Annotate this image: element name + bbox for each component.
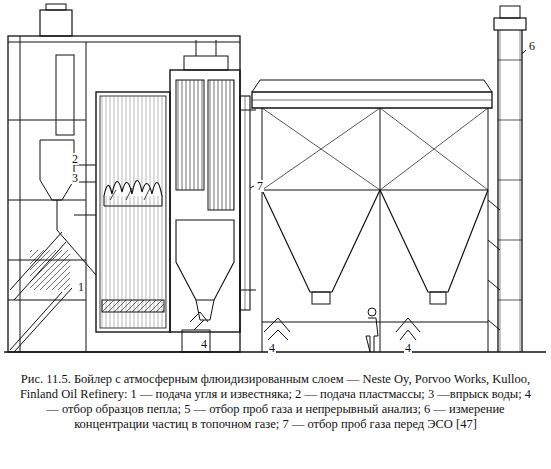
callout-number: 6 bbox=[528, 40, 536, 52]
callout-number: 4 bbox=[200, 338, 208, 350]
callout-number: 4 bbox=[268, 342, 276, 354]
callout-number: 4 bbox=[404, 342, 412, 354]
figure-caption: Рис. 11.5. Бойлер с атмосферным флюидизи… bbox=[14, 372, 537, 432]
callout-number: 1 bbox=[77, 281, 85, 293]
callout-number: 3 bbox=[71, 172, 79, 184]
callout-number: 7 bbox=[256, 180, 264, 192]
callout-number: 2 bbox=[71, 153, 79, 165]
